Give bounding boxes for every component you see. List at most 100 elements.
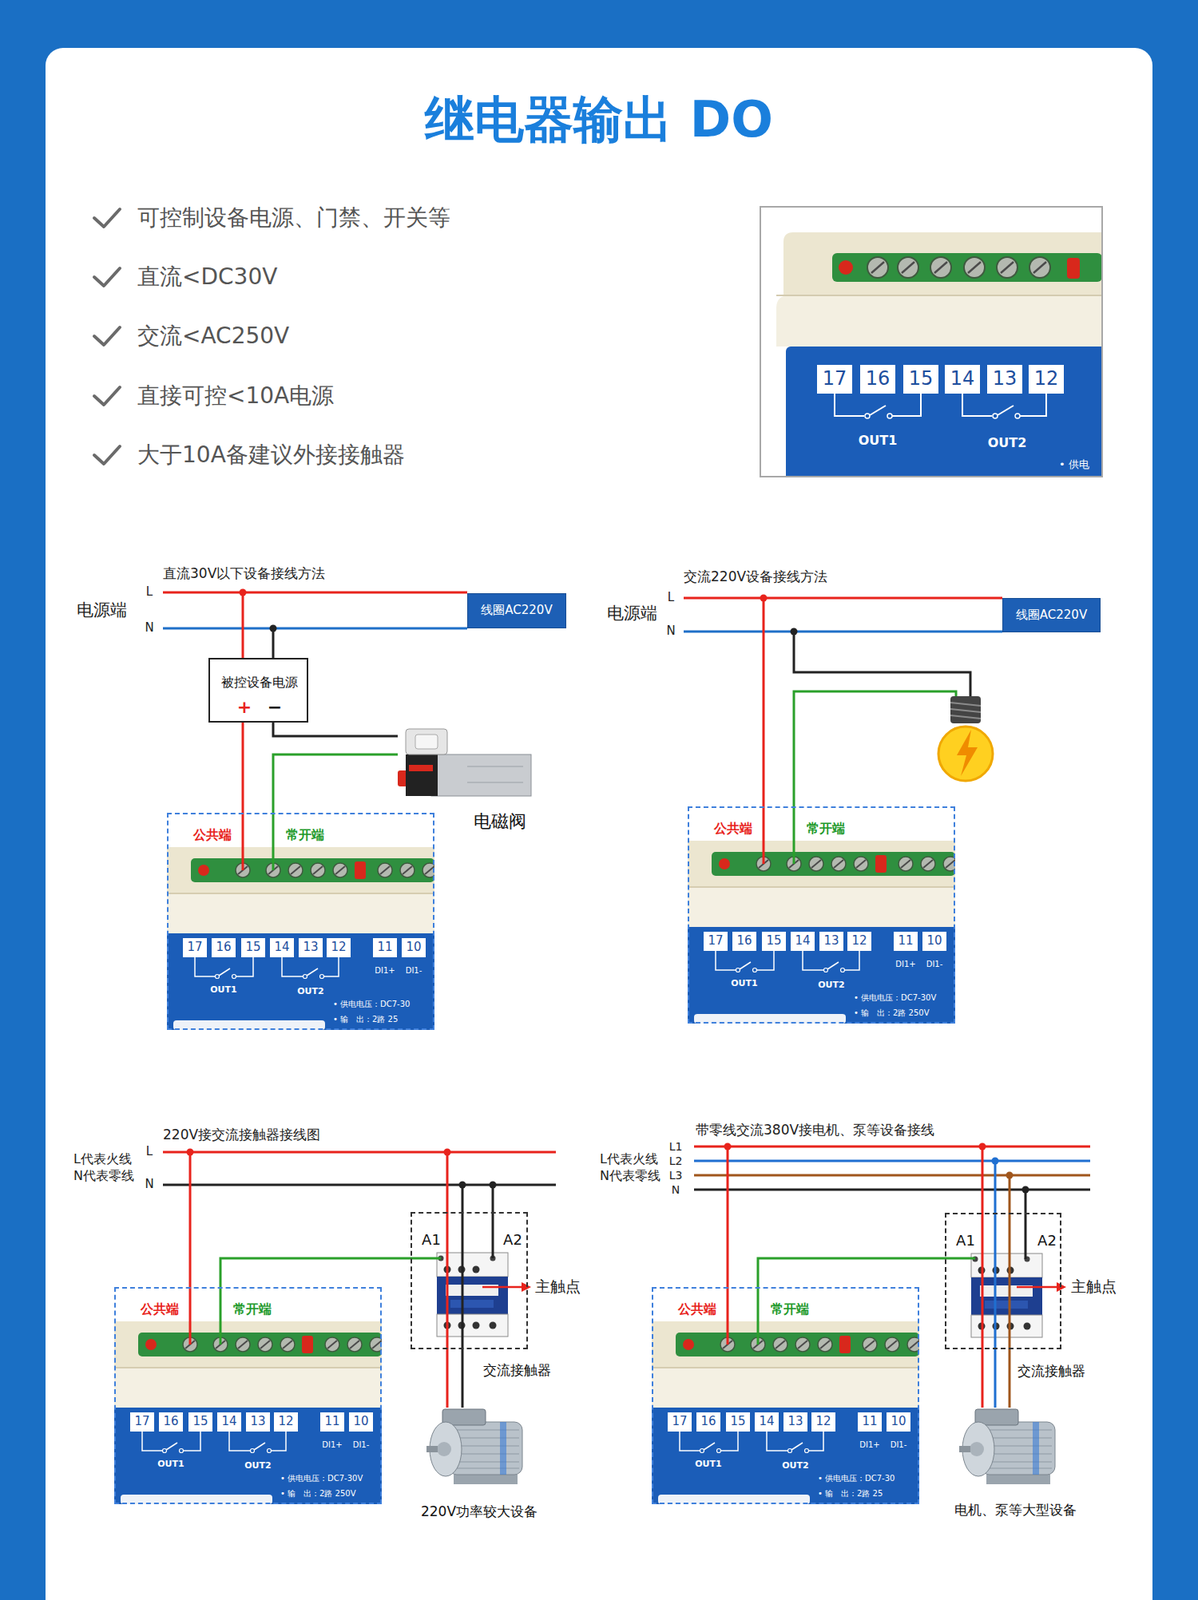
node-text: + bbox=[237, 697, 252, 718]
module-photo bbox=[962, 393, 1047, 417]
label-text: 11 bbox=[897, 934, 913, 949]
label-text: 12 bbox=[851, 934, 867, 949]
module-photo bbox=[871, 261, 885, 274]
label-text: 13 bbox=[787, 1415, 803, 1429]
wire bbox=[162, 592, 1091, 1350]
label-text: 10 bbox=[890, 1415, 906, 1429]
wire bbox=[762, 598, 766, 865]
junction-dot bbox=[186, 589, 1030, 1195]
label-text: 16 bbox=[700, 1415, 716, 1429]
callout-arrow bbox=[482, 1286, 523, 1290]
label-text: 17 bbox=[822, 368, 848, 391]
wire bbox=[793, 631, 971, 697]
wire bbox=[994, 1161, 997, 1350]
wire-connector bbox=[446, 1349, 449, 1409]
label-text: OUT2 bbox=[987, 436, 1028, 451]
wire-connector bbox=[273, 722, 398, 737]
wire bbox=[272, 628, 275, 659]
node-text: 交流接触器 bbox=[483, 1363, 552, 1380]
light-bulb bbox=[938, 696, 993, 782]
label-text: 10 bbox=[353, 1415, 369, 1429]
module-photo bbox=[930, 257, 952, 278]
wire bbox=[219, 1287, 223, 1345]
label-text: 12 bbox=[815, 1415, 831, 1429]
wire bbox=[491, 1185, 495, 1259]
light-bulb bbox=[956, 729, 978, 777]
label-text: • 供电电压：DC7-30V bbox=[280, 1474, 363, 1484]
module-photo bbox=[834, 393, 921, 417]
label-text: 电源端 bbox=[76, 600, 127, 620]
label-text: 12 bbox=[330, 940, 346, 955]
label-text: 交流220V设备接线方法 bbox=[683, 569, 828, 586]
module-photo bbox=[1015, 413, 1020, 419]
label-text: OUT2 bbox=[297, 987, 324, 998]
label-text: 16 bbox=[215, 940, 231, 955]
label-text: 16 bbox=[865, 368, 891, 391]
module-photo bbox=[838, 260, 853, 275]
junction-dot bbox=[269, 625, 278, 633]
label-text: 带零线交流380V接电机、泵等设备接线 bbox=[695, 1122, 935, 1139]
module-photo bbox=[1067, 257, 1080, 279]
node-text: 220V功率较大设备 bbox=[420, 1504, 538, 1521]
label-text: L bbox=[146, 585, 153, 599]
wire bbox=[1008, 1175, 1012, 1350]
light-bulb bbox=[950, 702, 981, 707]
node-text: 线圈AC220V bbox=[1015, 608, 1087, 623]
node-text: 交流接触器 bbox=[1017, 1364, 1086, 1381]
motor: 220V功率较大设备 bbox=[426, 1408, 526, 1491]
label-text: L代表火线 bbox=[73, 1152, 132, 1167]
label-text: 11 bbox=[324, 1415, 340, 1429]
node-text: 常开端 bbox=[770, 1302, 810, 1318]
relay-module: 公共端常开端 bbox=[687, 806, 956, 1024]
label-text: N代表零线 bbox=[73, 1169, 135, 1184]
junction-dot bbox=[991, 1158, 1000, 1166]
module-photo bbox=[817, 364, 853, 394]
module-photo bbox=[992, 413, 998, 419]
label-text: 15 bbox=[765, 934, 782, 949]
check-mark bbox=[94, 209, 120, 227]
label-text: 14 bbox=[221, 1415, 237, 1429]
label-text: L bbox=[146, 1145, 153, 1159]
junction-dot bbox=[239, 589, 247, 597]
wire bbox=[793, 691, 957, 865]
callout-arrow bbox=[521, 1282, 532, 1293]
coil-box: 线圈AC220V bbox=[1002, 598, 1101, 633]
junction-dot bbox=[760, 595, 768, 603]
page-title: 继电器输出 DO bbox=[424, 91, 774, 148]
light-bulb bbox=[950, 715, 981, 719]
node-text: 公共端 bbox=[678, 1302, 717, 1318]
label-text: 11 bbox=[861, 1415, 877, 1429]
node-text: 被控设备电源 bbox=[221, 675, 298, 691]
motor-art bbox=[426, 1409, 523, 1485]
contactor-box: A1A2交流接触器 bbox=[944, 1213, 1062, 1350]
wire bbox=[241, 813, 245, 871]
wire bbox=[461, 1185, 465, 1350]
wire-connector bbox=[1008, 1349, 1012, 1409]
label-text: N代表零线 bbox=[599, 1169, 661, 1184]
module-photo bbox=[887, 413, 893, 419]
node-text: 公共端 bbox=[140, 1302, 179, 1318]
label-text: 15 bbox=[729, 1415, 746, 1429]
wire bbox=[410, 1257, 441, 1261]
label-text: DI1+ bbox=[321, 1440, 342, 1451]
module-photo bbox=[785, 346, 1103, 477]
wire bbox=[694, 1189, 1091, 1192]
label-text: 直流<DC30V bbox=[137, 264, 278, 290]
label-text: 15 bbox=[908, 368, 934, 391]
wire bbox=[446, 1152, 449, 1350]
label-text: • 供电电压：DC7-30 bbox=[817, 1474, 895, 1484]
label-text: DI1- bbox=[405, 966, 423, 976]
label-text: • 输 出：2路 25 bbox=[817, 1489, 883, 1500]
module-photo bbox=[864, 413, 870, 419]
wire bbox=[944, 1257, 976, 1261]
relay-module-art bbox=[651, 1321, 922, 1505]
label-text: OUT1 bbox=[858, 433, 898, 449]
label-text: • 供电 bbox=[1059, 459, 1090, 472]
wire bbox=[1024, 1190, 1028, 1260]
label-text: 直接可控<10A电源 bbox=[137, 383, 334, 409]
label-text: 15 bbox=[245, 940, 261, 955]
junction-dot bbox=[724, 1143, 732, 1151]
module-photo bbox=[776, 295, 1103, 347]
label-text: N bbox=[144, 1178, 154, 1192]
